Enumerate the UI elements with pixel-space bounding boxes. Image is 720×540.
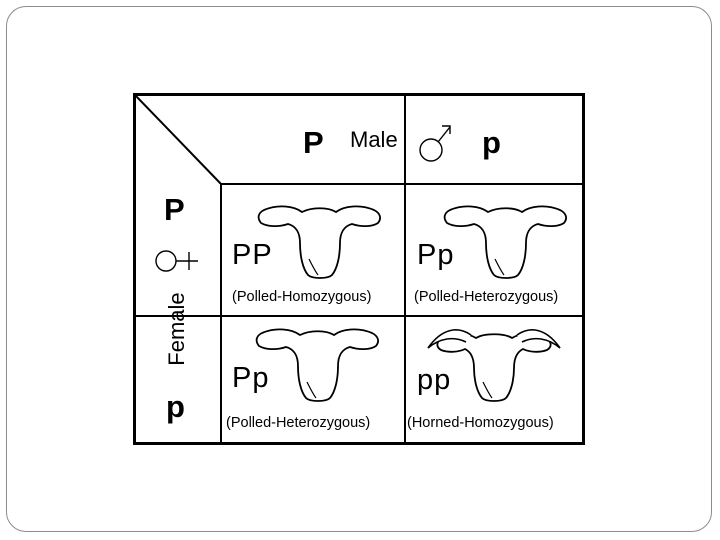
left-column-divider: [220, 183, 222, 442]
male-allele-recessive: p: [482, 125, 501, 160]
phenotype-cell-2: (Polled-Heterozygous): [414, 289, 559, 305]
horned-cow-head-icon: [427, 329, 561, 402]
genotype-cell-2: Pp: [417, 239, 455, 271]
male-symbol-icon: [419, 125, 451, 162]
corner-diagonal: [136, 96, 222, 185]
center-column-divider: [404, 96, 406, 442]
header-divider-horizontal: [220, 183, 582, 185]
phenotype-cell-4: (Horned-Homozygous): [407, 415, 554, 431]
female-symbol-icon: [155, 250, 198, 272]
male-allele-dominant: P: [303, 125, 324, 160]
female-label: Female: [164, 292, 189, 366]
middle-divider-horizontal: [136, 315, 582, 317]
female-allele-recessive: p: [166, 389, 185, 424]
polled-cow-head-icon: [443, 205, 567, 279]
polled-cow-head-icon: [255, 328, 379, 402]
phenotype-cell-3: (Polled-Heterozygous): [226, 415, 371, 431]
genotype-cell-3: Pp: [232, 362, 270, 394]
genotype-cell-4: pp: [417, 364, 452, 396]
phenotype-cell-1: (Polled-Homozygous): [232, 289, 372, 305]
punnett-square: [133, 93, 585, 445]
polled-cow-head-icon: [257, 205, 381, 279]
male-label: Male: [350, 127, 398, 152]
genotype-cell-1: PP: [232, 239, 273, 271]
female-allele-dominant: P: [164, 192, 185, 227]
